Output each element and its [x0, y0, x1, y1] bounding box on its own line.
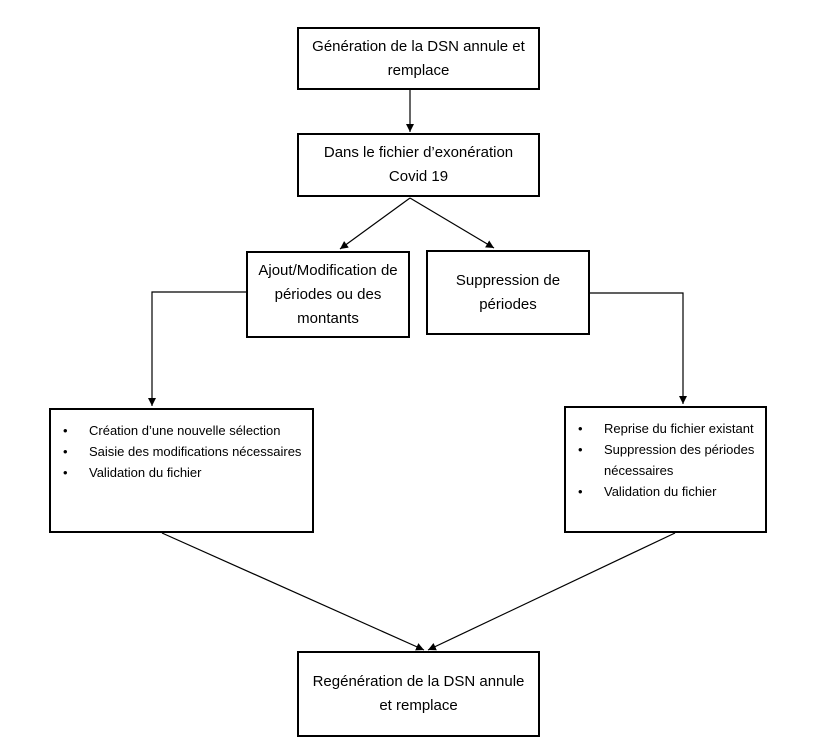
arrow-right-list-to-regeneration — [427, 532, 676, 651]
node-suppression-label: Suppression de périodes — [455, 271, 561, 313]
list-item: • Suppression des périodes nécessaires — [578, 439, 757, 481]
arrow-ajout-to-left-list — [148, 291, 246, 406]
right-step-1: Reprise du fichier existant — [604, 421, 754, 436]
left-step-3: Validation du fichier — [89, 465, 202, 480]
node-generation-dsn: Génération de la DSN annule et remplace — [297, 27, 540, 90]
bullet-icon: • — [578, 484, 583, 499]
left-steps-list: • Création d’une nouvelle sélection • Sa… — [63, 420, 304, 483]
bullet-icon: • — [63, 444, 68, 459]
bullet-icon: • — [63, 465, 68, 480]
node-ajout-modification: Ajout/Modification de périodes ou des mo… — [246, 251, 410, 338]
node-regeneration-dsn: Regénération de la DSN annule et remplac… — [297, 651, 540, 737]
arrow-fichier-to-suppression — [409, 197, 495, 249]
node-regeneration-label: Regénération de la DSN annule et remplac… — [312, 673, 525, 714]
left-step-2: Saisie des modifications nécessaires — [89, 444, 302, 459]
arrow-fichier-to-ajout — [339, 197, 411, 250]
list-item: • Reprise du fichier existant — [578, 418, 757, 439]
right-steps-list: • Reprise du fichier existant • Suppress… — [578, 418, 757, 502]
list-item: • Validation du fichier — [578, 481, 757, 502]
node-suppression-periodes: Suppression de périodes — [426, 250, 590, 335]
node-fichier-exoneration: Dans le fichier d’exonération Covid 19 — [297, 133, 540, 197]
node-generation-label: Génération de la DSN annule et remplace — [312, 37, 525, 79]
arrow-suppression-to-right-list — [590, 292, 687, 404]
list-item: • Création d’une nouvelle sélection — [63, 420, 304, 441]
node-fichier-label: Dans le fichier d’exonération Covid 19 — [323, 144, 514, 185]
bullet-icon: • — [63, 423, 68, 438]
node-right-steps: • Reprise du fichier existant • Suppress… — [564, 406, 767, 533]
bullet-icon: • — [578, 442, 583, 457]
arrow-left-list-to-regeneration — [161, 532, 425, 651]
right-step-3: Validation du fichier — [604, 484, 717, 499]
left-step-1: Création d’une nouvelle sélection — [89, 423, 281, 438]
bullet-icon: • — [578, 421, 583, 436]
right-step-2: Suppression des périodes nécessaires — [604, 442, 755, 478]
list-item: • Saisie des modifications nécessaires — [63, 441, 304, 462]
node-left-steps: • Création d’une nouvelle sélection • Sa… — [49, 408, 314, 533]
node-ajout-label: Ajout/Modification de périodes ou des mo… — [258, 261, 398, 327]
list-item: • Validation du fichier — [63, 462, 304, 483]
